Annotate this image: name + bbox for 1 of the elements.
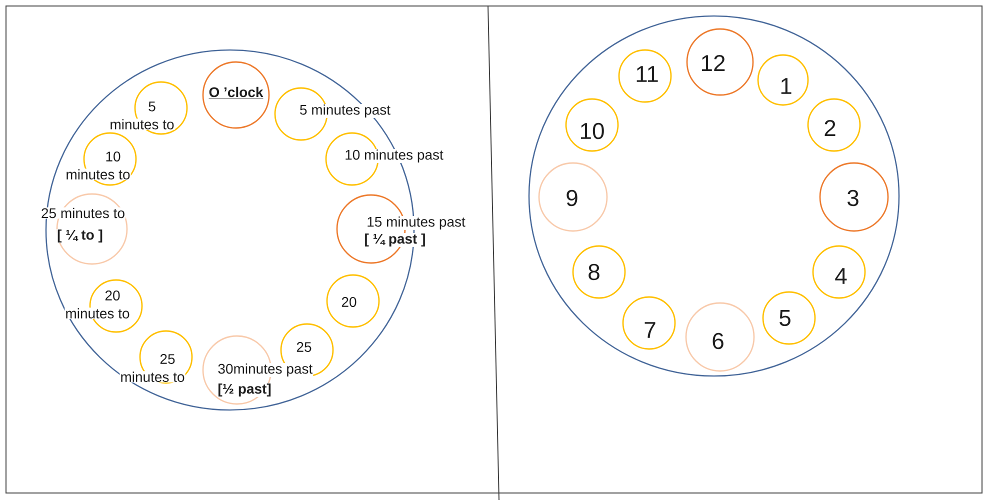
clock-face [528, 15, 900, 377]
